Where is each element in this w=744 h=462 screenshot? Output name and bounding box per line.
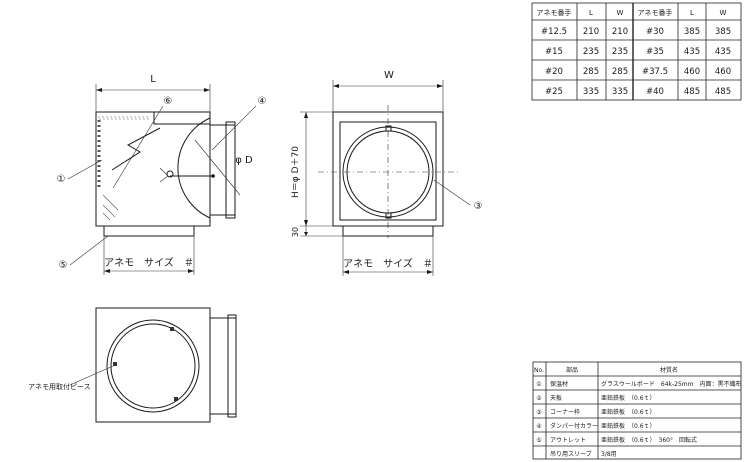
callout-4: ④ [258, 96, 267, 107]
size-cell: #20 [545, 67, 563, 77]
size-cell: #12.5 [541, 27, 567, 37]
parts-cell: 亜鉛鉄板 （0.6ｔ） 360° 回転式 [601, 436, 697, 444]
parts-cell: 3/8用 [601, 451, 617, 458]
size-cell: 435 [715, 47, 731, 57]
parts-table: No. 部品 材質名 ① 保温材 グラスウールボード 64k-25mm 内面：黒… [532, 361, 741, 460]
size-cell: 210 [583, 27, 599, 37]
parts-cell: 吊り用スリーブ [550, 450, 592, 458]
callout-3: ③ [474, 201, 483, 212]
mounting-piece-label: アネモ用取付ピース [28, 382, 91, 391]
parts-header: 部品 [566, 366, 578, 374]
parts-cell: グラスウールボード 64k-25mm 内面：黒不織布 [601, 380, 741, 388]
size-cell: 235 [583, 47, 599, 57]
dim-W-label: W [384, 70, 394, 81]
callout-1: ① [57, 174, 66, 185]
parts-cell: ④ [536, 423, 541, 430]
parts-cell: 亜鉛鉄板 （0.6ｔ） [601, 422, 656, 430]
size-cell: #35 [646, 47, 664, 57]
size-table-header: アネモ番手 [638, 8, 673, 17]
size-table-header: アネモ番手 [537, 8, 572, 17]
size-cell: #25 [545, 87, 563, 97]
plan-view: アネモ用取付ピース [28, 307, 237, 423]
size-cell: 385 [715, 27, 731, 37]
parts-cell: 亜鉛鉄板 （0.6ｔ） [601, 408, 656, 416]
size-cell: 210 [612, 27, 628, 37]
size-cell: 435 [684, 47, 700, 57]
parts-cell: 保温材 [550, 380, 568, 388]
size-cell: 460 [684, 67, 700, 77]
parts-header: No. [534, 367, 544, 374]
parts-cell: 天板 [550, 394, 562, 402]
size-cell: #37.5 [642, 67, 668, 77]
size-cell: #30 [646, 27, 664, 37]
parts-cell: ③ [536, 409, 541, 416]
size-cell: 460 [715, 67, 731, 77]
size-table: アネモ番手 L W アネモ番手 L W #12.5 210 210 #30 38… [531, 2, 742, 101]
phi-d-label: φ D [235, 155, 253, 166]
side-size-label: アネモ サイズ ＃ [343, 257, 433, 270]
size-cell: 485 [684, 87, 700, 97]
parts-cell: 亜鉛鉄板 （0.6ｔ） [601, 394, 656, 402]
parts-cell: アウトレット [550, 436, 586, 444]
parts-cell: ① [536, 381, 541, 388]
size-table-header: L [690, 9, 694, 17]
size-cell: 235 [612, 47, 628, 57]
dim-30-label: 30 [291, 227, 300, 237]
callout-5: ⑤ [59, 260, 68, 271]
size-cell: #40 [646, 87, 664, 97]
side-view: W H＝φ D＋70 30 ③ アネモ サイズ ＃ [290, 70, 482, 276]
size-cell: 385 [684, 27, 700, 37]
parts-cell: コーナー枠 [550, 408, 580, 416]
size-table-header: W [720, 9, 727, 17]
parts-cell: ⑤ [536, 437, 541, 444]
front-size-label: アネモ サイズ ＃ [104, 256, 194, 269]
parts-cell: ダンパー付カラー [550, 422, 598, 430]
size-cell: 335 [583, 87, 599, 97]
parts-cell: ② [536, 395, 542, 402]
parts-header: 材質名 [660, 366, 678, 374]
size-cell: 335 [612, 87, 628, 97]
callout-6: ⑥ [164, 96, 173, 107]
size-cell: 285 [612, 67, 628, 77]
size-cell: #15 [545, 47, 563, 57]
size-cell: 285 [583, 67, 599, 77]
size-cell: 485 [715, 87, 731, 97]
size-table-header: W [617, 9, 624, 17]
dim-L-label: L [150, 74, 156, 85]
height-label: H＝φ D＋70 [290, 146, 301, 198]
size-table-header: L [589, 9, 593, 17]
front-view: L ⑥ ④ φ D ① ⑤ [57, 74, 267, 275]
